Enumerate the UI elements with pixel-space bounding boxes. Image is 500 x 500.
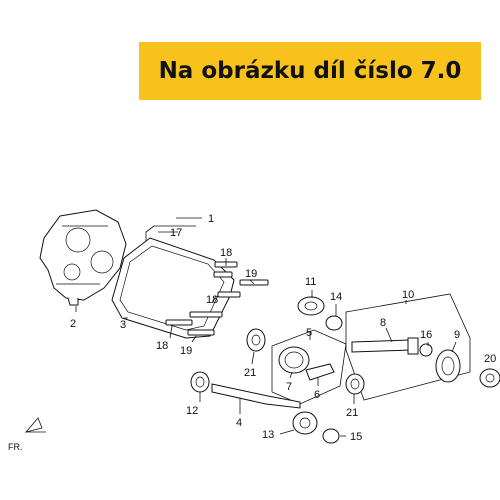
gear-7 [278, 346, 310, 374]
callout-6: 6 [314, 389, 320, 401]
callout-9: 9 [454, 329, 460, 341]
callout-16: 16 [420, 329, 432, 341]
callout-21: 21 [244, 367, 256, 379]
front-direction-label: FR. [8, 442, 23, 452]
group-bracket-10 [345, 293, 471, 401]
callout-18: 18 [156, 340, 168, 352]
bearing-12 [190, 371, 210, 393]
pinion-6 [305, 363, 335, 381]
crankcase-housing [39, 209, 127, 306]
callout-15: 15 [350, 431, 362, 443]
bearing-13 [292, 411, 318, 435]
seal-14 [325, 315, 343, 331]
ring-16 [419, 343, 433, 357]
gear-9 [435, 349, 461, 383]
callout-18: 18 [206, 294, 218, 306]
seal-15 [322, 428, 340, 444]
part-banner: Na obrázku díl číslo 7.0 [139, 42, 481, 100]
callout-13: 13 [262, 429, 274, 441]
callout-2: 2 [70, 318, 76, 330]
banner-text: Na obrázku díl číslo 7.0 [158, 58, 462, 84]
callout-19: 19 [180, 345, 192, 357]
callout-17: 17 [170, 227, 182, 239]
callout-12: 12 [186, 405, 198, 417]
callout-1: 1 [208, 213, 214, 225]
callout-14: 14 [330, 291, 342, 303]
shaft-4 [211, 383, 301, 409]
callout-7: 7 [286, 381, 292, 393]
callout-4: 4 [236, 417, 242, 429]
callout-5: 5 [306, 327, 312, 339]
callout-20: 20 [484, 353, 496, 365]
bearing-11 [297, 296, 325, 316]
callout-11: 11 [305, 276, 316, 288]
bearing-20 [479, 368, 500, 388]
callout-3: 3 [120, 319, 126, 331]
callout-19: 19 [245, 268, 257, 280]
bearing-21-lower [345, 373, 365, 395]
callout-21: 21 [346, 407, 358, 419]
callout-18: 18 [220, 247, 232, 259]
group-bracket-5 [271, 329, 347, 405]
callout-10: 10 [402, 289, 414, 301]
bearing-21-upper [246, 328, 266, 352]
front-direction-arrow: FR. [8, 417, 46, 452]
callout-8: 8 [380, 317, 386, 329]
shaft-8 [351, 337, 419, 355]
